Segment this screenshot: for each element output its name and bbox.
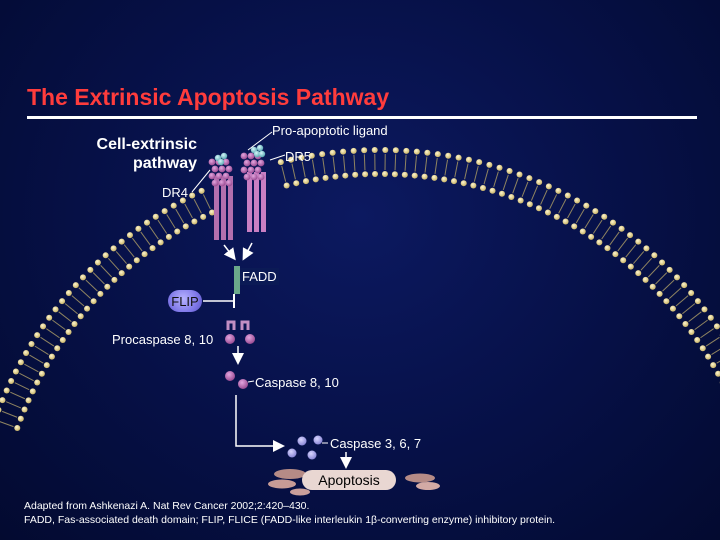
footnote-abbreviations: FADD, Fas-associated death domain; FLIP,… xyxy=(24,514,555,526)
dr5-receptor xyxy=(241,153,266,232)
apoptosis-label: Apoptosis xyxy=(302,470,396,490)
ligand-label: Pro-apoptotic ligand xyxy=(272,123,388,138)
caspase-8-10-icon xyxy=(225,371,248,389)
procaspase-icon xyxy=(225,322,255,344)
flip-label: FLIP xyxy=(168,290,202,312)
cell-membrane xyxy=(0,147,720,431)
dr5-pointer-line xyxy=(270,155,285,160)
caspase-3-6-7-label: Caspase 3, 6, 7 xyxy=(330,436,421,451)
dr4-receptor xyxy=(209,159,233,240)
cell-extrinsic-line1: Cell-extrinsic xyxy=(60,135,197,154)
dr4-label: DR4 xyxy=(162,185,188,200)
dr5-to-fadd-arrow xyxy=(244,243,252,258)
fadd-label: FADD xyxy=(240,268,279,285)
caspase-8-10-label: Caspase 8, 10 xyxy=(255,375,339,390)
dr4-to-fadd-arrow xyxy=(224,245,234,258)
procaspase-label: Procaspase 8, 10 xyxy=(112,332,213,347)
pro-apoptotic-ligand-icon xyxy=(215,145,265,165)
caspase-3-6-7-icon xyxy=(288,436,323,460)
caspase-8-10-pointer xyxy=(248,381,254,382)
footnote-citation: Adapted from Ashkenazi A. Nat Rev Cancer… xyxy=(24,500,309,512)
dr5-label: DR5 xyxy=(285,149,311,164)
cell-extrinsic-line2: pathway xyxy=(60,154,197,173)
cell-extrinsic-label: Cell-extrinsic pathway xyxy=(60,135,197,173)
caspase-cascade-arrow xyxy=(236,395,282,446)
